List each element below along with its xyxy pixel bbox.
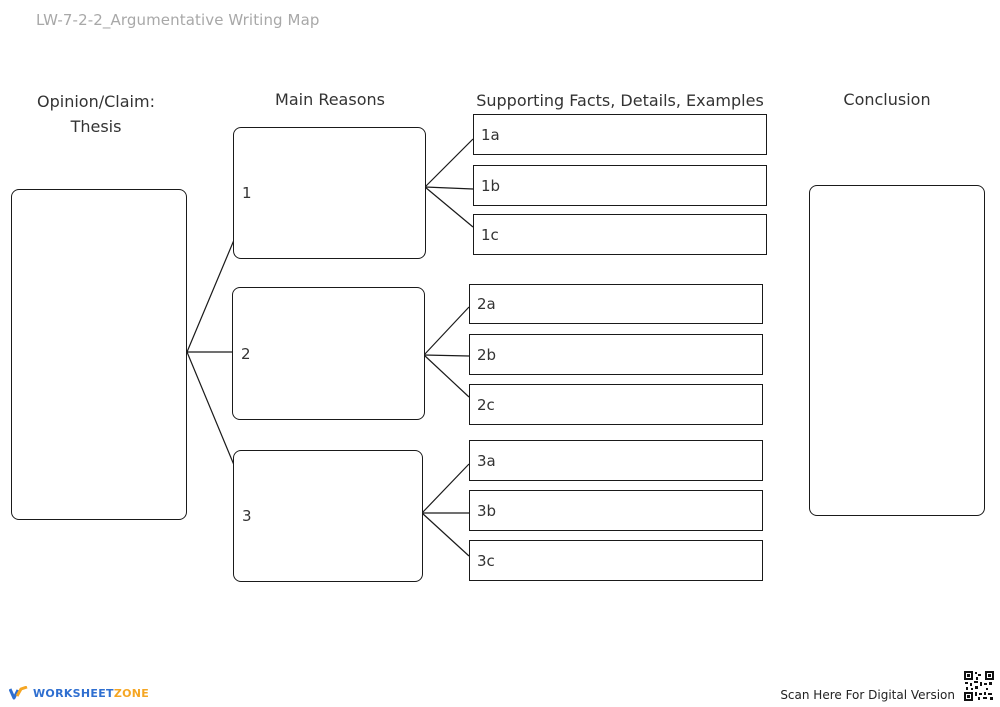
fact-box-3c[interactable]: 3c xyxy=(469,540,763,581)
document-title: LW-7-2-2_Argumentative Writing Map xyxy=(36,11,320,29)
fact-box-2b[interactable]: 2b xyxy=(469,334,763,375)
connector-1c xyxy=(424,186,474,228)
connector-1a xyxy=(424,138,474,188)
fact-label-2a: 2a xyxy=(477,295,496,313)
fact-label-2b: 2b xyxy=(477,345,497,364)
reason-box-3[interactable]: 3 xyxy=(233,450,423,582)
fact-box-2c[interactable]: 2c xyxy=(469,384,763,425)
fact-box-3a[interactable]: 3a xyxy=(469,440,763,481)
facts-header: Supporting Facts, Details, Examples xyxy=(476,91,764,110)
reason-label-3: 3 xyxy=(242,507,252,525)
conclusion-header: Conclusion xyxy=(843,90,931,109)
fact-label-3c: 3c xyxy=(477,551,495,570)
thesis-box[interactable] xyxy=(11,189,187,520)
connector-2b xyxy=(423,354,470,357)
reason-box-2[interactable]: 2 xyxy=(232,287,425,420)
reason-label-2: 2 xyxy=(241,344,251,363)
reason-box-1[interactable]: 1 xyxy=(233,127,426,259)
thesis-header-line1: Opinion/Claim: xyxy=(37,92,155,111)
fact-label-3b: 3b xyxy=(477,501,497,520)
reasons-header: Main Reasons xyxy=(275,90,385,109)
logo-check-icon xyxy=(9,686,28,700)
fact-box-1b[interactable]: 1b xyxy=(473,165,767,206)
connector-2a xyxy=(423,306,470,356)
logo-text-zone: ZONE xyxy=(113,686,150,700)
scan-text: Scan Here For Digital Version xyxy=(780,688,955,702)
connector-3c xyxy=(421,512,470,557)
fact-box-1c[interactable]: 1c xyxy=(473,214,767,255)
connector-3a xyxy=(421,463,470,514)
fact-label-1b: 1b xyxy=(481,176,501,195)
fact-box-2a[interactable]: 2a xyxy=(469,284,763,324)
thesis-header: Opinion/Claim: Thesis xyxy=(20,89,172,139)
qr-code-icon[interactable] xyxy=(964,671,994,701)
thesis-header-line2: Thesis xyxy=(70,117,122,136)
fact-label-1c: 1c xyxy=(481,225,499,244)
logo-text-worksheet: WORKSHEET xyxy=(33,686,114,700)
connector-thesis-3 xyxy=(186,351,235,466)
fact-label-2c: 2c xyxy=(477,395,495,414)
connector-2c xyxy=(423,354,470,398)
connector-thesis-1 xyxy=(186,239,235,353)
fact-label-1a: 1a xyxy=(481,125,500,144)
fact-label-3a: 3a xyxy=(477,451,496,470)
fact-box-1a[interactable]: 1a xyxy=(473,114,767,155)
reason-label-1: 1 xyxy=(242,184,252,202)
fact-box-3b[interactable]: 3b xyxy=(469,490,763,531)
conclusion-box[interactable] xyxy=(809,185,985,516)
connector-1b xyxy=(424,186,474,190)
